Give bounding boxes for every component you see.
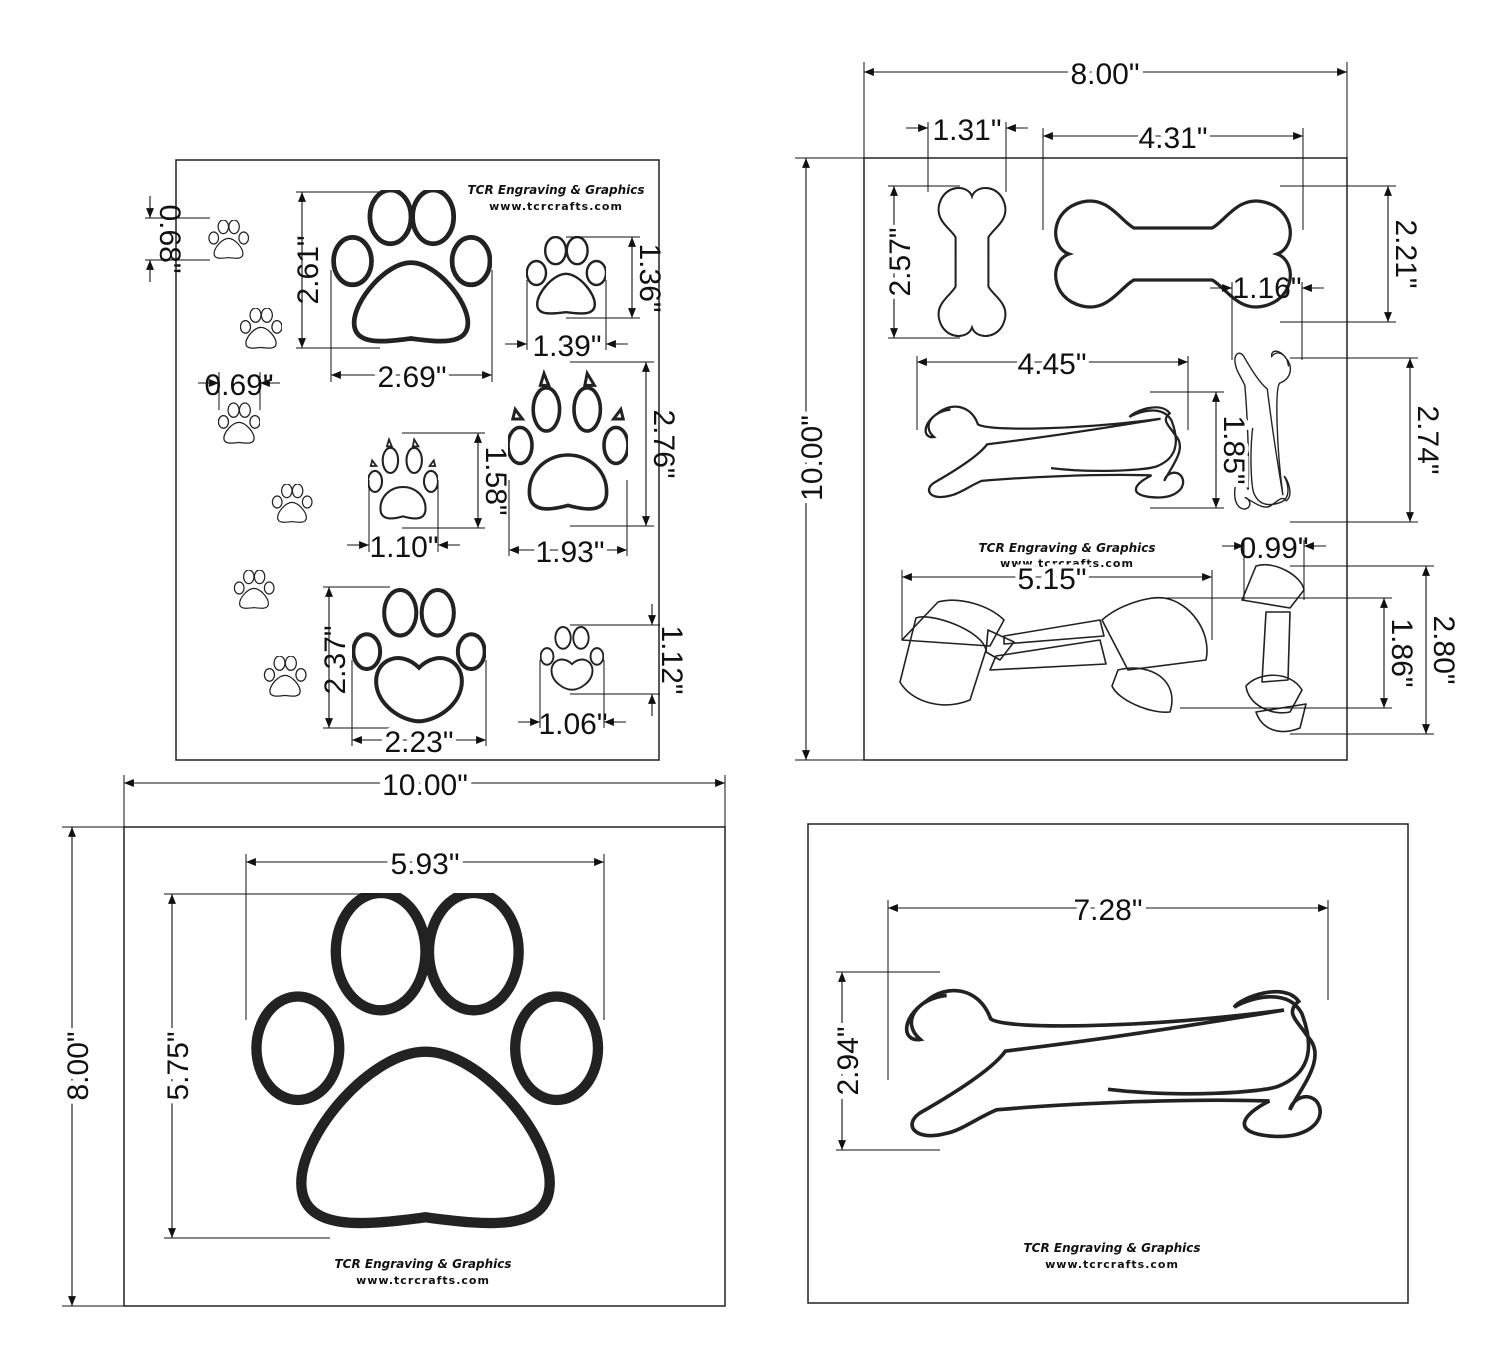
dim-2-74: 2.74" (1290, 357, 1448, 523)
dim-label: 2.69" (377, 361, 446, 394)
dim-5-15: 5.15" (901, 559, 1213, 640)
dim-2-61: 2.61" (292, 191, 380, 349)
brand-text: TCR Engraving & Graphics (334, 1257, 511, 1271)
bone-segmented (899, 596, 1208, 713)
paw-sheet-large: TCR Engraving & Graphics www.tcrcrafts.c… (57, 764, 726, 1307)
dim-label: 1.10" (369, 531, 438, 564)
dim-label: 1.06" (538, 708, 607, 741)
dim-label: 1.39" (532, 330, 601, 363)
brand-text: TCR Engraving & Graphics (978, 541, 1155, 555)
dim-1-85: 1.85" (1150, 391, 1254, 509)
dim-1-16: 1.16" (1210, 272, 1324, 360)
bone-segmented-vertical (1241, 563, 1307, 733)
dim-1-93: 1.93" (508, 480, 628, 573)
dim-4-31: 4.31" (1042, 118, 1304, 230)
dim-label: 1.86" (1385, 618, 1418, 687)
dim-label: 2.74" (1411, 405, 1444, 474)
dim-label: 8.00" (1070, 58, 1139, 91)
dim-label: 1.58" (479, 446, 512, 515)
sheet-outline (807, 823, 1409, 1304)
dim-label: 4.45" (1017, 348, 1086, 381)
dim-1-06: 1.06" (518, 660, 626, 741)
dim-label: 0.68" (153, 204, 186, 273)
url-text: www.tcrcrafts.com (1000, 557, 1134, 570)
sheet-outline (863, 157, 1348, 761)
dim-label: 1.36" (633, 243, 666, 312)
dim-1-39: 1.39" (505, 280, 628, 363)
paw-sheet-small: TCR Engraving & Graphics www.tcrcrafts.c… (145, 159, 688, 763)
dim-label: 5.75" (162, 1031, 195, 1100)
dim-0-69: 0.69" (198, 369, 280, 410)
dim-label: 1.16" (1232, 272, 1301, 305)
dim-label: 5.93" (390, 848, 459, 881)
dim-2-57: 2.57" (880, 185, 960, 339)
dim-1-36: 1.36" (566, 236, 666, 319)
dim-label: 0.99" (1239, 532, 1308, 565)
brand-text: TCR Engraving & Graphics (1023, 1241, 1200, 1255)
dim-label: 7.28" (1073, 894, 1142, 927)
dim-5-75: 5.75" (157, 893, 380, 1239)
dim-label: 2.23" (384, 726, 453, 759)
dim-0-68: 0.68" (145, 196, 210, 282)
dim-label: 1.85" (1217, 415, 1250, 484)
dim-2-94: 2.94" (827, 971, 940, 1151)
dim-1-86: 1.86" (1150, 597, 1422, 709)
dim-0-99: 0.99" (1222, 532, 1326, 600)
dim-label: 10.00" (382, 769, 468, 802)
dim-1-12: 1.12" (570, 604, 688, 716)
dim-label: 8.00" (62, 1031, 95, 1100)
dim-5-93: 5.93" (245, 843, 605, 1020)
sheet-outline (123, 826, 726, 1307)
dim-label: 5.15" (1017, 563, 1086, 596)
dim-label: 0.69" (204, 369, 273, 402)
dim-label: 1.31" (932, 114, 1001, 147)
dim-label: 4.31" (1138, 122, 1207, 155)
dim-2-76: 2.76" (570, 361, 680, 527)
url-text: www.tcrcrafts.com (356, 1274, 490, 1287)
dim-7-28: 7.28" (887, 889, 1329, 1080)
dim-10-00: 10.00" (123, 764, 726, 827)
dim-label: 2.37" (319, 625, 352, 694)
dim-2-37: 2.37" (319, 586, 390, 729)
dim-4-45: 4.45" (916, 344, 1189, 430)
bone-sheet-small: TCR Engraving & Graphics www.tcrcrafts.c… (791, 53, 1464, 761)
dim-2-21: 2.21" (1280, 185, 1426, 323)
dim-label: 2.76" (647, 409, 680, 478)
dim-1-58: 1.58" (402, 432, 512, 529)
dim-label: 2.80" (1427, 615, 1460, 684)
dim-label: 1.12" (655, 625, 688, 694)
dim-2-23: 2.23" (351, 660, 487, 763)
bone-sheet-large: TCR Engraving & Graphics www.tcrcrafts.c… (807, 823, 1409, 1304)
dim-2-80: 2.80" (1290, 565, 1464, 735)
dim-1-10: 1.10" (347, 480, 460, 564)
dim-label: 1.93" (535, 536, 604, 569)
url-text: www.tcrcrafts.com (1045, 1258, 1179, 1271)
dim-1-31: 1.31" (906, 114, 1028, 192)
dim-8-00: 8.00" (863, 53, 1348, 158)
dim-label: 2.61" (292, 235, 325, 304)
dim-8-00: 8.00" (57, 826, 124, 1307)
brand-text: TCR Engraving & Graphics (467, 183, 644, 197)
dim-label: 10.00" (796, 415, 829, 501)
dim-label: 2.94" (832, 1026, 865, 1095)
dim-10-00: 10.00" (791, 157, 864, 761)
dim-2-69: 2.69" (330, 270, 493, 398)
url-text: www.tcrcrafts.com (489, 200, 623, 213)
dim-label: 2.57" (884, 227, 917, 296)
dim-label: 2.21" (1389, 219, 1422, 288)
